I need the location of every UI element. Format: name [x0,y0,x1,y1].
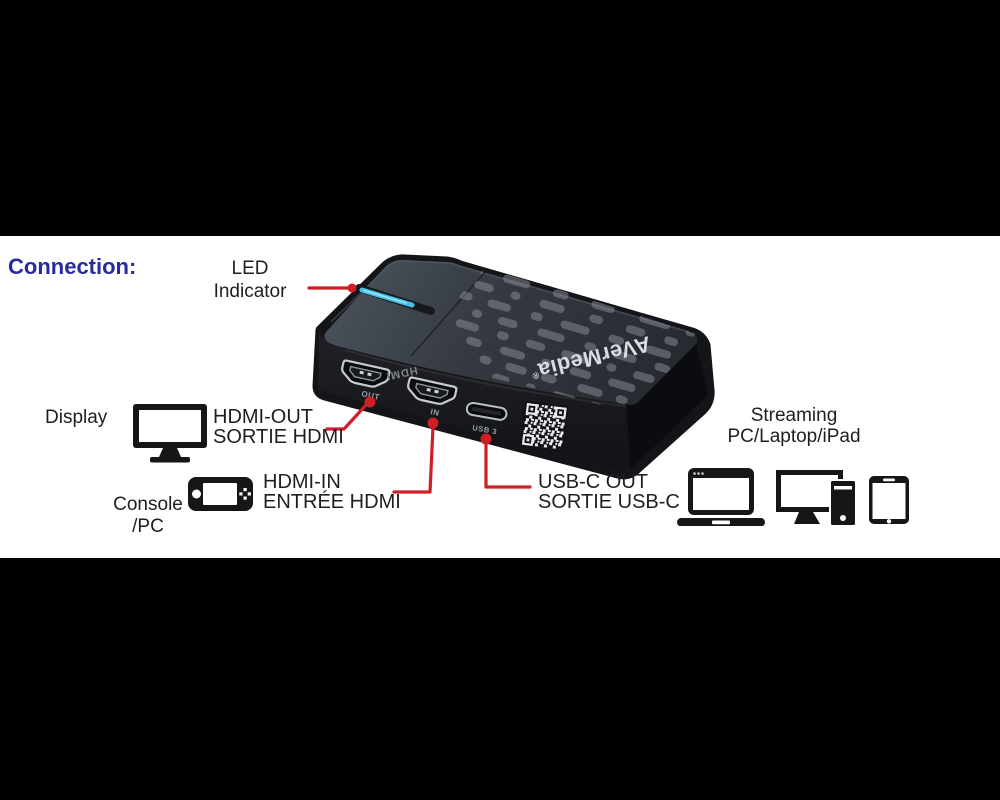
usb-c-out-label: USB-C OUT SORTIE USB-C [538,471,680,513]
device-right-face [627,337,708,470]
hdmi-out-callout-dot [364,396,376,408]
callout-lines [307,286,532,494]
desktop-pc-icon [776,470,856,526]
registered-mark: ® [531,370,540,381]
usb-callout-dot [480,433,492,445]
monitor-icon [133,404,207,463]
usb-callout-line [484,439,532,489]
device-top-rim-highlight [330,260,690,333]
led-callout-dot [347,283,357,293]
console-pc-label: Console /PC [113,494,183,537]
tablet-icon [869,476,909,524]
hdmi-in-callout-dot [427,417,439,429]
page-title: Connection: [8,254,137,279]
hdmi-out-callout-line [325,403,368,431]
led-strip-highlight [363,289,407,304]
callout-dots [347,283,492,445]
hdmi-out-label: HDMI-OUT SORTIE HDMI [213,406,344,448]
port-label-in: IN [430,407,441,418]
hdmi-in-callout-line [392,425,435,494]
port-label-usb3: USB 3 [472,423,498,436]
display-label: Display [45,407,108,428]
hdmi-in-label: HDMI-IN ENTRÉE HDMI [263,471,401,513]
qr-code [519,400,569,452]
hdmi-in-port [407,376,458,405]
device-top-surface [324,259,698,405]
laptop-icon [677,468,765,526]
streaming-label: Streaming PC/Laptop/iPad [727,405,861,447]
capture-card-device: AVerMedia® [312,254,715,480]
led-indicator-label: LED Indicator [213,258,287,302]
device-seam [410,270,487,357]
handheld-console-icon [188,477,253,511]
front-edge-bevel [344,349,626,407]
usb-c-port [465,401,508,421]
hdmi-out-port [341,359,391,388]
